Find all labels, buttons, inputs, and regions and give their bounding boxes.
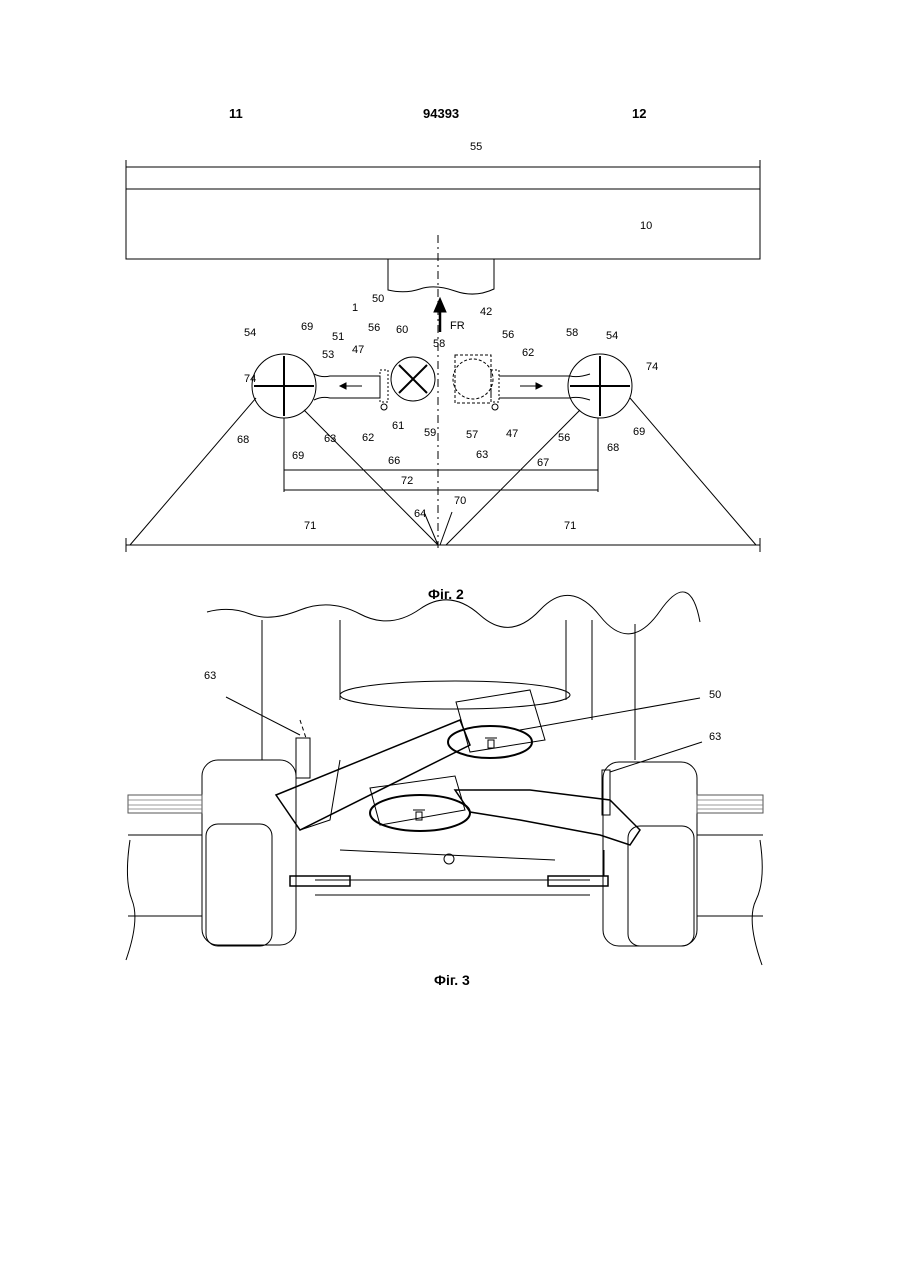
reference-numeral-lFR: FR: [450, 320, 465, 332]
reference-numeral-l58a: 58: [433, 338, 445, 350]
reference-numeral-l60: 60: [396, 324, 408, 336]
reference-numeral-l63b: 63: [476, 449, 488, 461]
reference-numeral-l53: 53: [322, 349, 334, 361]
reference-numeral-l74b: 74: [646, 361, 658, 373]
header-beam: [126, 167, 760, 259]
reference-numeral-l54b: 54: [606, 330, 618, 342]
reference-numeral-l68b: 68: [607, 442, 619, 454]
reference-numeral-l71b: 71: [564, 520, 576, 532]
reference-numeral-l57: 57: [466, 429, 478, 441]
figure-2-drawing: 55 10 FR 1 50 42 54 54 69 69 69 56 56 56…: [0, 0, 901, 600]
reference-numeral-l47a: 47: [352, 344, 364, 356]
reference-numeral-l70: 70: [454, 495, 466, 507]
reference-numeral-l69b: 69: [292, 450, 304, 462]
reference-numeral-l50: 50: [372, 293, 384, 305]
reference-numeral-l50: 50: [709, 689, 721, 701]
reference-numeral-l55: 55: [470, 141, 482, 153]
forward-arrow-icon: [434, 298, 446, 312]
reference-numeral-l56b: 56: [502, 329, 514, 341]
reference-numeral-l62a: 62: [362, 432, 374, 444]
reference-numeral-l61: 61: [392, 420, 404, 432]
reference-numeral-l67: 67: [537, 457, 549, 469]
reference-numeral-l64: 64: [414, 508, 426, 520]
reference-numeral-l63b: 63: [709, 731, 721, 743]
reference-numeral-l74a: 74: [244, 373, 256, 385]
figure-3-caption: Фіг. 3: [434, 972, 470, 988]
reference-numeral-l59: 59: [424, 427, 436, 439]
reference-numeral-l58b: 58: [566, 327, 578, 339]
reference-numeral-l72: 72: [401, 475, 413, 487]
reference-numeral-l56a: 56: [368, 322, 380, 334]
reference-numeral-l51: 51: [332, 331, 344, 343]
reference-numeral-l68a: 68: [237, 434, 249, 446]
reference-numeral-l56c: 56: [558, 432, 570, 444]
reference-numeral-l62b: 62: [522, 347, 534, 359]
reference-numeral-l71a: 71: [304, 520, 316, 532]
reference-numeral-l47b: 47: [506, 428, 518, 440]
figure-2-caption: Фіг. 2: [428, 586, 464, 602]
reference-numeral-l10: 10: [640, 220, 652, 232]
reference-numeral-l1: 1: [352, 302, 358, 314]
reference-numeral-l69a: 69: [301, 321, 313, 333]
reference-numeral-l42: 42: [480, 306, 492, 318]
reference-numeral-l69c: 69: [633, 426, 645, 438]
reference-numeral-l63a: 63: [204, 670, 216, 682]
reference-numeral-l54a: 54: [244, 327, 256, 339]
reference-numeral-l66: 66: [388, 455, 400, 467]
reference-numeral-l63a: 63: [324, 433, 336, 445]
